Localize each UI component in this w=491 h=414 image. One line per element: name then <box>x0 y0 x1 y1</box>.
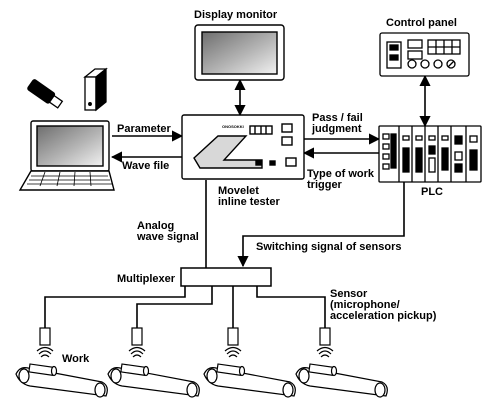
tester-logo: ONOSOKKI <box>222 124 244 129</box>
switching-signal-label: Switching signal of sensors <box>256 241 402 253</box>
work-label: Work <box>62 353 90 365</box>
parameter-label: Parameter <box>117 123 171 135</box>
wave-file-label: Wave file <box>122 160 170 172</box>
sound-wave-icon <box>128 346 146 358</box>
sensor-type-label: (microphone/ <box>330 299 400 311</box>
sensor-label: Sensor <box>330 288 368 300</box>
switching-signal-line <box>237 182 405 268</box>
sensor-group-4 <box>316 327 334 358</box>
work-roller-icon <box>295 363 388 398</box>
usb-stick-icon <box>27 79 64 109</box>
sound-wave-icon <box>36 346 54 358</box>
sound-wave-icon <box>224 346 242 358</box>
tester-unit-icon: ONOSOKKI <box>181 114 305 180</box>
type-of-work-label: Type of work <box>307 168 375 180</box>
external-drive-icon <box>83 67 108 112</box>
sensor-group-3 <box>224 327 242 358</box>
trigger-label: trigger <box>307 179 342 191</box>
sound-wave-icon <box>316 346 334 358</box>
work-roller-icon <box>107 363 200 398</box>
control-panel-icon <box>379 32 470 77</box>
sensor-bus-1 <box>44 286 186 328</box>
sensor-group-1 <box>36 327 54 358</box>
monitor-icon <box>194 24 285 81</box>
multiplexer-label: Multiplexer <box>117 273 176 285</box>
pass-fail-label: Pass / fail <box>312 112 363 124</box>
display-monitor-label: Display monitor <box>194 9 278 21</box>
multiplexer-box-icon <box>180 267 272 287</box>
sensor-icon <box>319 327 331 346</box>
laptop-icon <box>18 120 115 191</box>
control-panel-label: Control panel <box>386 17 457 29</box>
judgment-label: judgment <box>312 123 362 135</box>
sensor-group-2 <box>128 327 146 358</box>
sensor-bus-2 <box>136 286 213 328</box>
work-roller-icon <box>203 363 296 398</box>
connections <box>44 74 431 328</box>
analog-label: Analog <box>137 220 175 232</box>
sensor-icon <box>227 327 239 346</box>
sensor-bus-4 <box>256 286 326 328</box>
work-roller-icon <box>15 363 108 398</box>
movelet-label: Movelet <box>218 185 259 197</box>
sensor-icon <box>131 327 143 346</box>
sensor-type-label-2: acceleration pickup) <box>330 310 437 322</box>
plc-label: PLC <box>421 186 443 198</box>
inline-tester-label: inline tester <box>218 196 280 208</box>
sensor-icon <box>39 327 51 346</box>
plc-rack-icon <box>378 125 482 183</box>
wave-signal-label: wave signal <box>137 231 199 243</box>
